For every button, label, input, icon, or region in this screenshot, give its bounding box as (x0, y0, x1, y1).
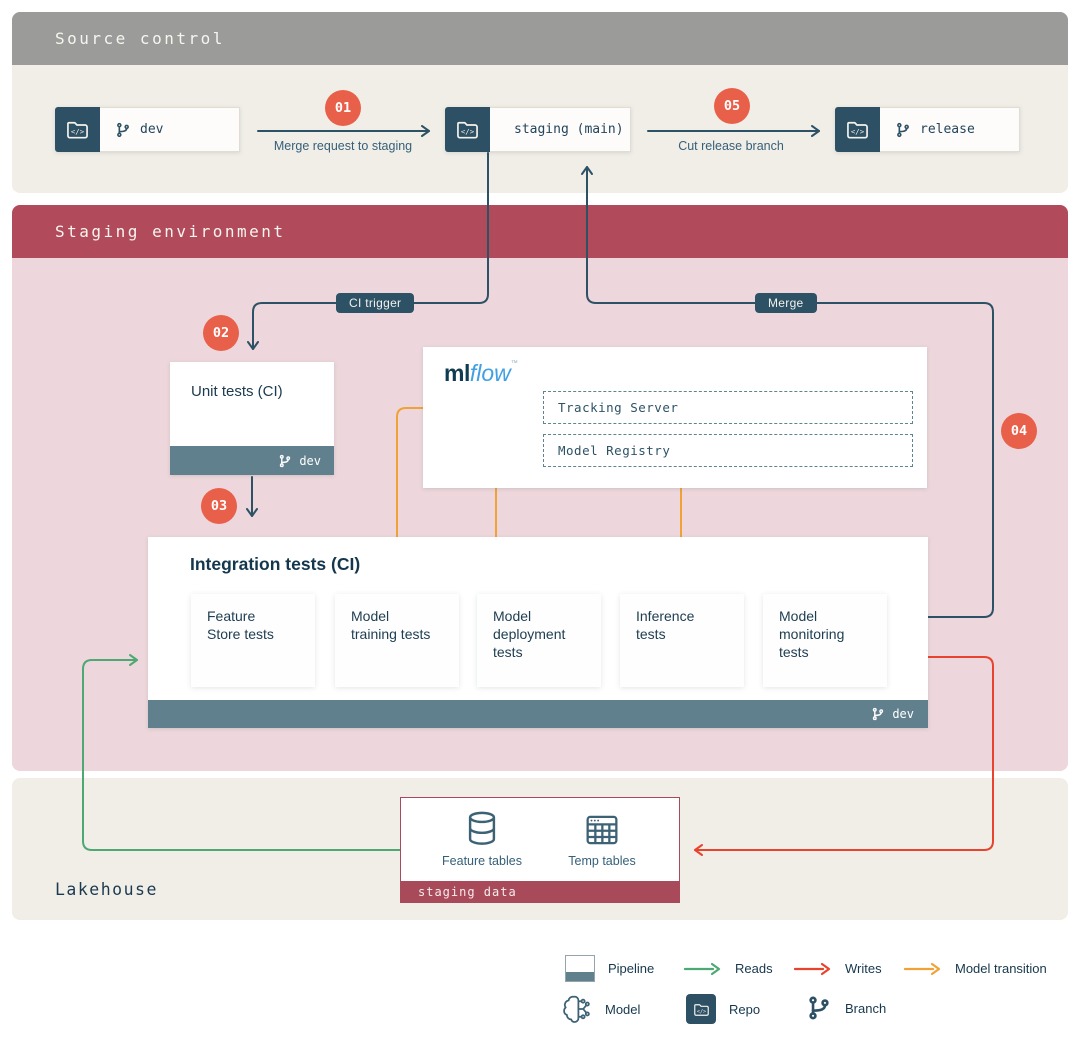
staging-environment-title: Staging environment (55, 222, 286, 241)
table-icon (581, 807, 623, 853)
step-model-monitoring-tests: Model monitoring tests (763, 594, 887, 687)
integration-tests-box: Integration tests (CI) Feature Store tes… (148, 537, 928, 728)
temp-tables-label: Temp tables (568, 854, 636, 868)
database-icon (461, 807, 503, 853)
legend-model-transition-label: Model transition (955, 961, 1047, 976)
lakehouse-title: Lakehouse (55, 880, 158, 899)
mlflow-wordmark-ml: ml (444, 360, 470, 386)
branch-icon (806, 994, 832, 1022)
legend-model-label: Model (605, 1001, 641, 1017)
branch-icon (871, 707, 885, 721)
integration-tests-title: Integration tests (CI) (190, 554, 361, 574)
legend-pipeline: Pipeline (565, 955, 654, 982)
badge-04: 04 (1001, 413, 1037, 449)
repo-dev-label-box: dev (100, 107, 240, 152)
temp-tables-item: Temp tables (545, 807, 659, 868)
source-control-title: Source control (55, 29, 225, 48)
repo-release-label-box: release (880, 107, 1020, 152)
model-registry-item: Model Registry (543, 434, 913, 467)
green-arrow-icon (684, 962, 721, 975)
legend-repo: Repo (686, 994, 760, 1024)
repo-release: release (835, 107, 1020, 152)
legend-pipeline-label: Pipeline (608, 961, 655, 976)
step-model-deployment-tests: Model deployment tests (477, 594, 601, 687)
integration-branch-bar: dev (148, 700, 928, 728)
source-control-section: Source control (12, 12, 1068, 193)
branch-icon (895, 122, 911, 138)
merge-request-label: Merge request to staging (273, 139, 413, 153)
feature-tables-item: Feature tables (421, 807, 543, 868)
repo-folder-code-icon (55, 107, 100, 152)
unit-tests-box: Unit tests (CI) dev (170, 362, 334, 475)
badge-05: 05 (714, 88, 750, 124)
badge-02: 02 (203, 315, 239, 351)
unit-tests-branch-bar: dev (170, 446, 334, 475)
branch-name: dev (892, 707, 914, 721)
mlflow-box: mlflow™ Tracking Server Model Registry (423, 347, 927, 488)
repo-icon (686, 994, 716, 1024)
feature-tables-label: Feature tables (442, 854, 522, 868)
badge-01: 01 (325, 90, 361, 126)
orange-arrow-icon (904, 962, 941, 975)
mlflow-logo: mlflow™ (444, 360, 518, 387)
legend-branch: Branch (806, 994, 886, 1022)
step-model-training-tests: Model training tests (335, 594, 459, 687)
repo-folder-code-icon (835, 107, 880, 152)
repo-folder-code-icon (445, 107, 490, 152)
folder-code-icon (692, 1000, 711, 1019)
legend-writes-label: Writes (845, 961, 882, 976)
legend-model-transition: Model transition (904, 961, 1047, 976)
repo-name: release (920, 122, 975, 137)
legend-model: Model (558, 992, 640, 1026)
legend-reads: Reads (684, 961, 773, 976)
staging-data-box: Feature tables Temp tables staging data (400, 797, 680, 903)
tracking-server-item: Tracking Server (543, 391, 913, 424)
unit-tests-title: Unit tests (CI) (191, 383, 283, 400)
legend-writes: Writes (794, 961, 882, 976)
badge-03: 03 (201, 488, 237, 524)
mlflow-wordmark-flow: flow (469, 360, 511, 386)
ci-trigger-pill: CI trigger (336, 293, 415, 313)
source-control-header: Source control (12, 12, 1068, 65)
branch-icon (115, 122, 131, 138)
legend-repo-label: Repo (729, 1001, 761, 1017)
cut-release-label: Cut release branch (678, 139, 784, 153)
model-brain-icon (558, 992, 592, 1026)
branch-icon (278, 454, 292, 468)
legend-reads-label: Reads (735, 961, 773, 976)
repo-staging-main: staging (main) (445, 107, 631, 152)
branch-name: dev (299, 453, 321, 468)
step-inference-tests: Inference tests (620, 594, 744, 687)
staging-environment-header: Staging environment (12, 205, 1068, 258)
staging-data-label-bar: staging data (401, 881, 679, 902)
merge-pill: Merge (755, 293, 817, 313)
repo-name: staging (main) (514, 122, 624, 137)
repo-staging-label-box: staging (main) (490, 107, 631, 152)
step-feature-store-tests: Feature Store tests (191, 594, 315, 687)
legend-branch-label: Branch (845, 1000, 887, 1016)
pipeline-icon (565, 955, 595, 982)
repo-dev: dev (55, 107, 240, 152)
mlflow-trademark: ™ (510, 360, 518, 367)
repo-name: dev (140, 122, 164, 137)
red-arrow-icon (794, 962, 831, 975)
